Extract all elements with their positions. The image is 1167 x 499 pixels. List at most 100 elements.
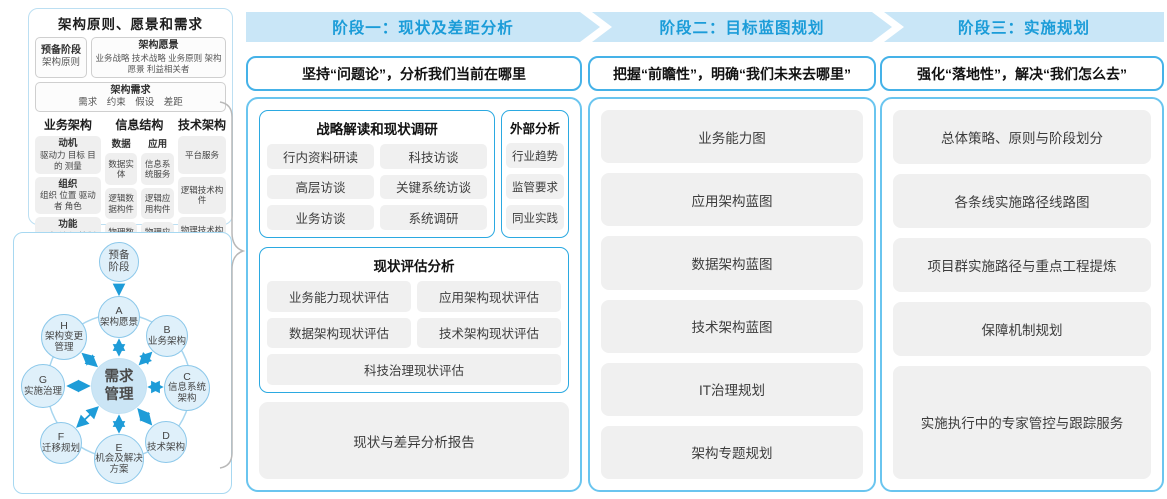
data-item: 逻辑数据构件 bbox=[104, 187, 138, 220]
adm-cycle-panel: 预备阶段 A 架构愿景 B 业务架构 C 信息系统架构 D 技术架构 E 机会及… bbox=[13, 232, 232, 494]
vision-box: 架构愿景 业务战略 技术战略 业务原则 架构愿景 利益相关者 bbox=[91, 37, 226, 78]
phase1-header: 阶段一：现状及差距分析 bbox=[332, 20, 514, 37]
phase2-header: 阶段二：目标蓝图规划 bbox=[659, 20, 825, 37]
adm-node-b: B 业务架构 bbox=[146, 315, 188, 357]
organization-title: 组织 bbox=[58, 178, 78, 190]
adm-node-label: 信息系统架构 bbox=[167, 382, 206, 404]
adm-node-f: F 迁移规划 bbox=[40, 422, 82, 464]
adm-node-prep-label: 预备阶段 bbox=[108, 249, 130, 273]
motivation-title: 动机 bbox=[58, 138, 78, 150]
prep-vision-row: 预备阶段 架构原则 架构愿景 业务战略 技术战略 业务原则 架构愿景 利益相关者 bbox=[35, 37, 226, 78]
phase3-subtitle: 强化“落地性”，解决“我们怎么去” bbox=[880, 56, 1164, 91]
adm-node-key: B bbox=[163, 323, 171, 336]
gap-analysis-report-box: 现状与差异分析报告 bbox=[259, 402, 569, 479]
vision-title: 架构愿景 bbox=[138, 40, 179, 51]
phase2-item: 数据架构蓝图 bbox=[601, 236, 863, 290]
adm-node-label: 迁移规划 bbox=[41, 442, 80, 454]
application-title: 应用 bbox=[148, 139, 168, 151]
assessment-item: 数据架构现状评估 bbox=[267, 317, 411, 349]
phase3-item: 总体策略、原则与阶段划分 bbox=[893, 110, 1151, 164]
application-item: 信息系统服务 bbox=[141, 153, 174, 185]
adm-node-h: H 架构变更管理 bbox=[41, 314, 87, 360]
adm-node-c: C 信息系统架构 bbox=[164, 365, 210, 411]
phase3-item: 保障机制规划 bbox=[893, 301, 1151, 356]
phase2-item: IT治理规划 bbox=[601, 362, 863, 416]
phase3-header: 阶段三：实施规划 bbox=[957, 20, 1090, 37]
adm-node-g: G 实施治理 bbox=[21, 364, 65, 408]
requirement-box: 架构需求 需求 约束 假设 差距 bbox=[35, 81, 226, 113]
technology-item: 逻辑技术构件 bbox=[177, 176, 226, 214]
external-analysis-title: 外部分析 bbox=[509, 122, 560, 136]
phase2-item: 技术架构蓝图 bbox=[601, 299, 863, 353]
business-architecture-title: 业务架构 bbox=[43, 118, 92, 133]
strategy-item: 行内资料研读 bbox=[267, 144, 374, 169]
vision-body: 业务战略 技术战略 业务原则 架构愿景 利益相关者 bbox=[95, 52, 222, 74]
function-title: 功能 bbox=[58, 218, 78, 230]
organization-body: 组织 位置 驱动者 角色 bbox=[40, 190, 96, 212]
phase2-item: 应用架构蓝图 bbox=[601, 173, 863, 227]
adm-node-key: A bbox=[115, 304, 123, 317]
strategy-item: 业务访谈 bbox=[267, 205, 374, 230]
assessment-item-full: 科技治理现状评估 bbox=[267, 354, 561, 385]
strategy-item: 科技访谈 bbox=[380, 144, 487, 169]
external-item: 同业实践 bbox=[506, 205, 564, 230]
strategy-item: 关键系统访谈 bbox=[380, 174, 487, 200]
adm-center-label: 需求管理 bbox=[104, 368, 134, 403]
adm-node-d: D 技术架构 bbox=[145, 421, 187, 463]
phase1-column: 战略解读和现状调研 行内资料研读 科技访谈 高层访谈 关键系统访谈 业务访谈 系… bbox=[246, 97, 582, 492]
requirement-title: 架构需求 bbox=[110, 84, 151, 96]
phase2-item: 业务能力图 bbox=[601, 110, 863, 164]
phase3-item: 实施执行中的专家管控与跟踪服务 bbox=[893, 365, 1151, 480]
external-item: 监管要求 bbox=[506, 174, 564, 199]
adm-node-key: D bbox=[162, 429, 170, 442]
motivation-box: 动机 驱动力 目标 目的 测量 bbox=[35, 136, 101, 174]
adm-node-label: 业务架构 bbox=[147, 335, 186, 347]
data-item: 数据实体 bbox=[104, 153, 138, 185]
adm-node-label: 架构愿景 bbox=[99, 316, 138, 328]
technology-item: 平台服务 bbox=[177, 136, 226, 174]
strategy-research-title: 战略解读和现状调研 bbox=[316, 122, 438, 137]
phase2-header-band: 阶段二：目标蓝图规划 bbox=[592, 12, 892, 42]
strategy-item: 高层访谈 bbox=[267, 174, 374, 200]
external-analysis-box: 外部分析 行业趋势 监管要求 同业实践 bbox=[501, 110, 569, 238]
prep-phase-box: 预备阶段 架构原则 bbox=[35, 37, 87, 78]
adm-center-node: 需求管理 bbox=[91, 358, 147, 414]
adm-node-key: F bbox=[57, 430, 65, 443]
phase2-item: 架构专题规划 bbox=[601, 425, 863, 480]
adm-node-e: E 机会及解决方案 bbox=[94, 434, 144, 484]
assessment-title: 现状评估分析 bbox=[373, 259, 455, 274]
assessment-item: 技术架构现状评估 bbox=[417, 317, 561, 349]
phase3-item: 各条线实施路径线路图 bbox=[893, 173, 1151, 228]
strategy-item: 系统调研 bbox=[380, 205, 487, 230]
assessment-item: 应用架构现状评估 bbox=[417, 281, 561, 312]
panel-title: 架构原则、愿景和需求 bbox=[58, 17, 203, 32]
phase1-subtitle: 坚持“问题论”，分析我们当前在哪里 bbox=[246, 56, 582, 91]
prep-phase-title: 预备阶段 bbox=[41, 44, 81, 56]
brace-icon bbox=[219, 101, 245, 469]
organization-box: 组织 组织 位置 驱动者 角色 bbox=[35, 176, 101, 214]
requirement-body: 需求 约束 假设 差距 bbox=[78, 97, 183, 109]
prep-phase-body: 架构原则 bbox=[41, 57, 80, 69]
adm-node-a: A 架构愿景 bbox=[98, 296, 140, 338]
adm-node-label: 架构变更管理 bbox=[44, 331, 83, 353]
external-item: 行业趋势 bbox=[506, 143, 564, 168]
phase2-subtitle: 把握“前瞻性”，明确“我们未来去哪里” bbox=[588, 56, 876, 91]
phase1-header-band: 阶段一：现状及差距分析 bbox=[246, 12, 600, 42]
technology-architecture-title: 技术架构 bbox=[177, 118, 226, 133]
motivation-body: 驱动力 目标 目的 测量 bbox=[40, 150, 96, 171]
adm-node-label: 技术架构 bbox=[146, 441, 185, 453]
adm-node-label: 实施治理 bbox=[23, 385, 62, 397]
phase3-header-band: 阶段三：实施规划 bbox=[884, 12, 1164, 42]
adm-node-key: G bbox=[38, 373, 48, 386]
current-state-assessment-box: 现状评估分析 业务能力现状评估 应用架构现状评估 数据架构现状评估 技术架构现状… bbox=[259, 247, 569, 393]
architecture-principles-panel: 架构原则、愿景和需求 预备阶段 架构原则 架构愿景 业务战略 技术战略 业务原则… bbox=[28, 8, 233, 298]
adm-node-prep: 预备阶段 bbox=[99, 242, 139, 282]
information-structure-title: 信息结构 bbox=[115, 118, 164, 133]
phase3-item: 项目群实施路径与重点工程提炼 bbox=[893, 237, 1151, 292]
strategy-research-box: 战略解读和现状调研 行内资料研读 科技访谈 高层访谈 关键系统访谈 业务访谈 系… bbox=[259, 110, 495, 238]
phase2-column: 业务能力图 应用架构蓝图 数据架构蓝图 技术架构蓝图 IT治理规划 架构专题规划 bbox=[588, 97, 876, 492]
application-item: 逻辑应用构件 bbox=[141, 187, 174, 220]
assessment-item: 业务能力现状评估 bbox=[267, 281, 411, 312]
phase3-column: 总体策略、原则与阶段划分 各条线实施路径线路图 项目群实施路径与重点工程提炼 保… bbox=[880, 97, 1164, 492]
data-title: 数据 bbox=[111, 139, 131, 151]
